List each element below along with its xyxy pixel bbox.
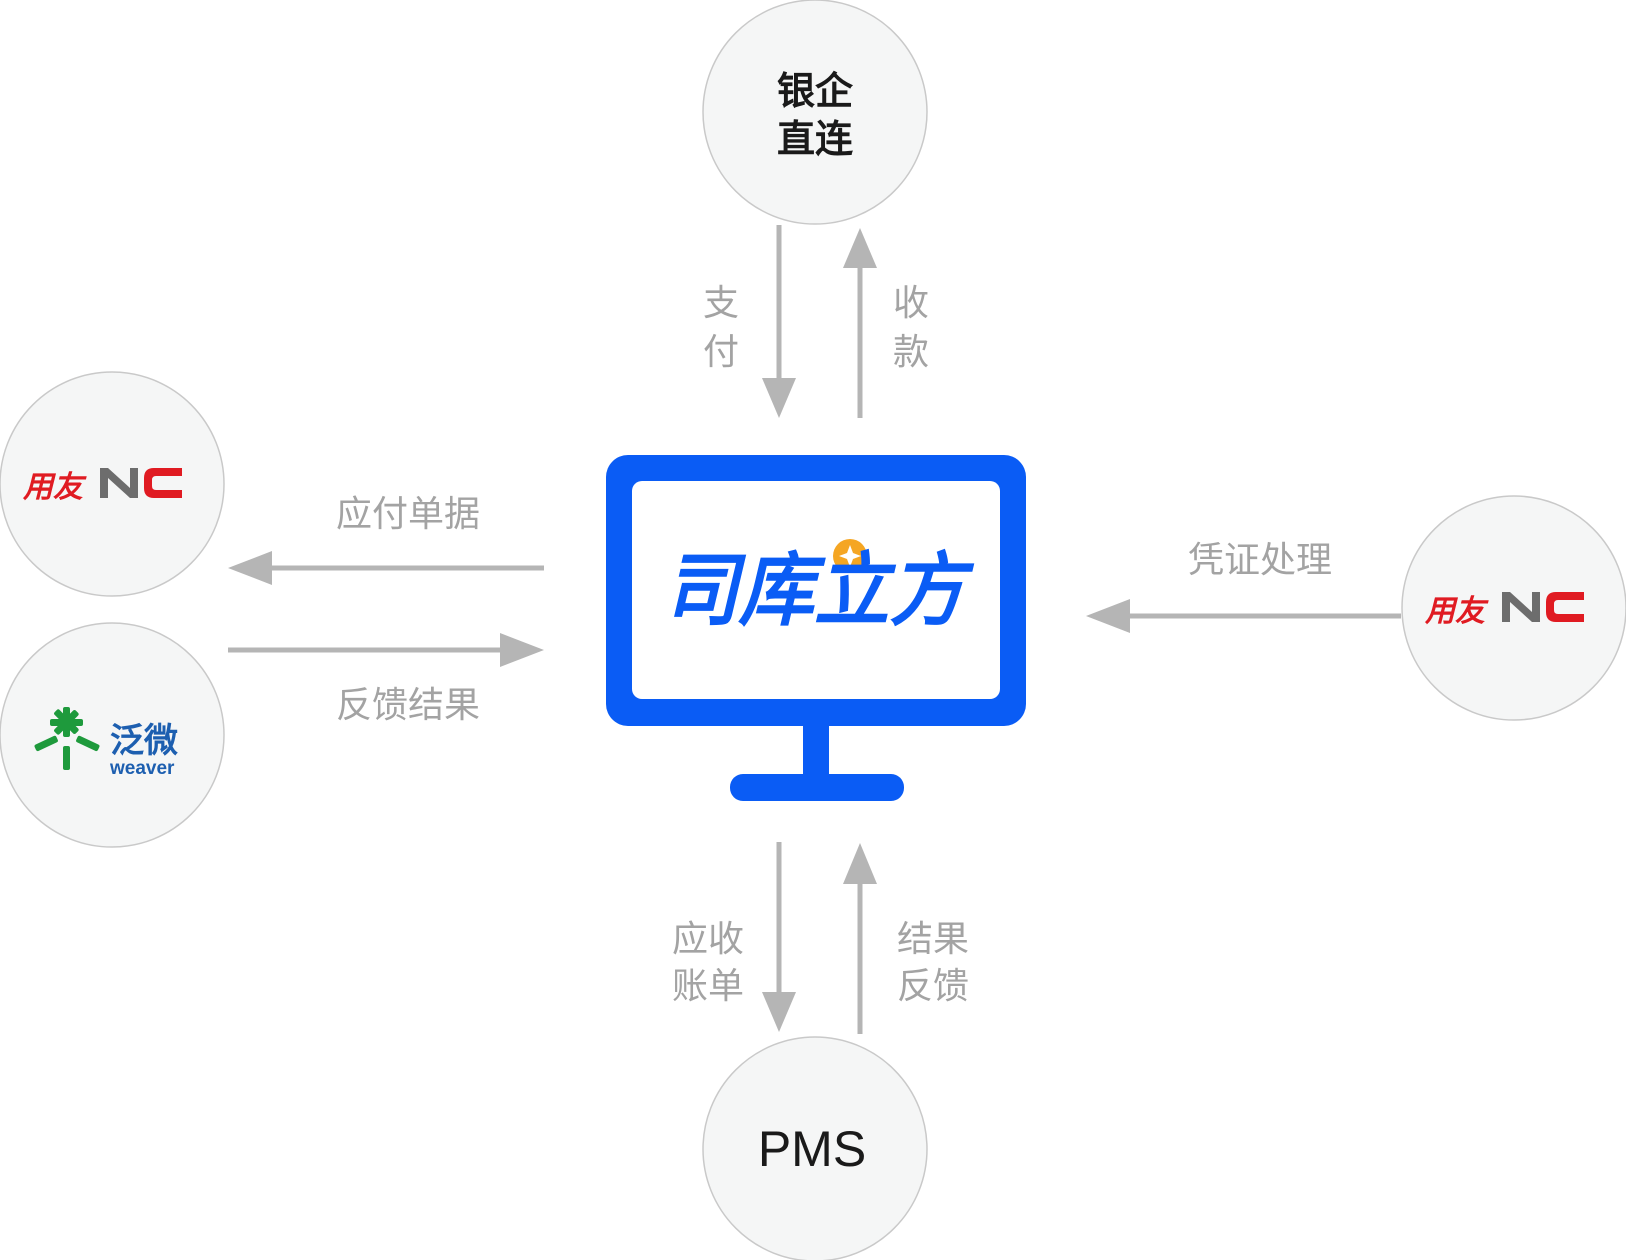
voucher-label: 凭证处理 (1188, 540, 1332, 581)
receive-arrow (843, 228, 877, 418)
payable-docs-arrow (228, 551, 544, 585)
monitor-icon: 司库立方 (606, 455, 1026, 801)
voucher-arrow (1086, 599, 1401, 633)
yonyou-right-name: 用友 (1424, 594, 1489, 629)
feedback-result-label: 反馈结果 (336, 685, 480, 726)
bank-node-label-line2: 直连 (777, 117, 853, 161)
result-feedback-label-line2: 反馈 (897, 966, 969, 1007)
weaver-name: 泛微 (110, 721, 178, 761)
bank-node-label-line1: 银企 (777, 69, 854, 113)
receivable-label-line2: 账单 (672, 966, 744, 1007)
yonyou-nc-logo: 用友 (22, 468, 182, 505)
receivable-arrow (762, 842, 796, 1032)
yonyou-left-name: 用友 (22, 470, 87, 505)
yonyou-nc-right-node: 用友 (1401, 495, 1626, 721)
center-brand-logo: 司库立方 (663, 544, 974, 637)
bank-direct-node: 银企 直连 (702, 0, 928, 225)
receivable-label-line1: 应收 (672, 919, 744, 960)
weaver-name-en: weaver (109, 758, 175, 779)
receive-label-line1: 收 (893, 283, 929, 324)
coin-icon (833, 539, 867, 573)
weaver-logo: 泛微 weaver (34, 707, 178, 779)
pms-label: PMS (758, 1121, 866, 1177)
pms-node: PMS (702, 1036, 928, 1260)
weaver-burst-icon (34, 707, 100, 770)
pay-label-line2: 付 (703, 332, 739, 373)
pay-arrow (762, 225, 796, 418)
feedback-result-arrow (228, 633, 544, 667)
yonyou-nc-left-node: 用友 (0, 371, 225, 597)
receive-label-line2: 款 (893, 332, 929, 373)
payable-docs-label: 应付单据 (336, 494, 480, 535)
result-feedback-arrow (843, 843, 877, 1034)
pay-label-line1: 支 (703, 283, 739, 324)
result-feedback-label-line1: 结果 (897, 919, 969, 960)
yonyou-nc-logo: 用友 (1424, 592, 1584, 629)
weaver-node: 泛微 weaver (0, 622, 225, 848)
